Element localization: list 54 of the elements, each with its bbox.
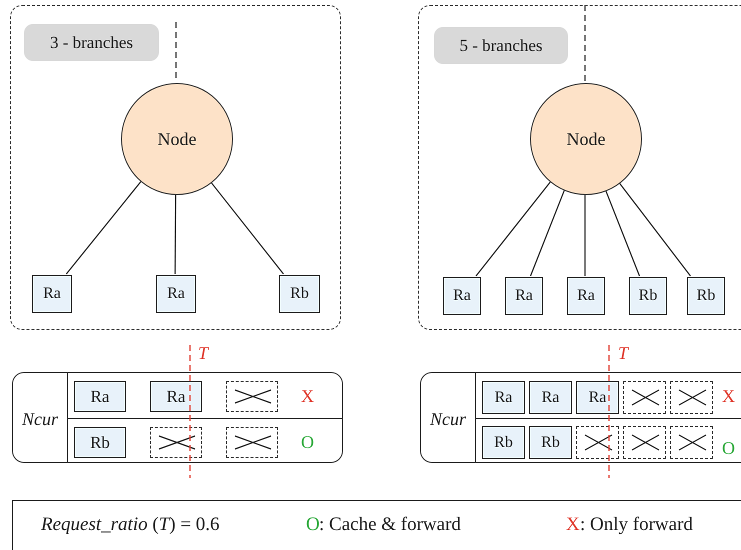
empty-slot — [226, 381, 278, 412]
branch-line — [476, 182, 551, 276]
request-box: Ra — [529, 381, 572, 414]
branch-line — [210, 182, 284, 274]
empty-slot — [150, 427, 202, 458]
request-box: Rb — [687, 277, 725, 315]
request-box: Ra — [32, 275, 72, 313]
threshold-label: T — [618, 342, 628, 364]
request-box: Ra — [482, 381, 525, 414]
request-box: Rb — [629, 277, 667, 315]
branch-line — [605, 190, 640, 276]
row-label: Ncur — [428, 408, 467, 430]
row-status-mark: X — [301, 385, 314, 407]
request-box: Rb — [482, 426, 525, 459]
row-status-mark: X — [722, 385, 735, 407]
request-box: Ra — [505, 277, 543, 315]
empty-slot — [623, 426, 666, 459]
empty-slot — [670, 426, 713, 459]
table-panel — [12, 372, 343, 463]
row-status-mark: O — [301, 431, 314, 453]
node-circle: Node — [530, 83, 642, 195]
table-panel — [420, 372, 741, 463]
request-box: Rb — [529, 426, 572, 459]
group-panel — [418, 5, 741, 330]
empty-slot — [623, 381, 666, 414]
branch-tag: 5 - branches — [434, 27, 568, 64]
request-box: Ra — [567, 277, 605, 315]
legend-text: Request_ratio (T) = 0.6 — [41, 514, 220, 536]
request-box: Ra — [150, 381, 202, 412]
row-label: Ncur — [20, 408, 59, 430]
dashed-link-line — [584, 5, 586, 82]
threshold-label: T — [198, 342, 208, 364]
branch-line — [66, 181, 142, 274]
empty-slot — [670, 381, 713, 414]
node-circle: Node — [121, 83, 233, 195]
request-box: Rb — [279, 275, 320, 313]
branch-line — [618, 182, 691, 276]
branch-tag: 3 - branches — [24, 24, 159, 61]
legend-symbol: X — [566, 514, 580, 536]
group-panel — [10, 5, 341, 330]
branch-line — [584, 194, 586, 276]
empty-slot — [576, 426, 619, 459]
branch-line — [174, 194, 176, 274]
empty-slot — [226, 427, 278, 458]
request-box: Rb — [74, 427, 126, 458]
legend-symbol: O — [306, 514, 320, 536]
branch-line — [530, 190, 565, 276]
legend-text: : Only forward — [580, 514, 693, 536]
row-status-mark: O — [722, 437, 735, 459]
legend-text: : Cache & forward — [319, 514, 461, 536]
request-box: Ra — [74, 381, 126, 412]
request-box: Ra — [443, 277, 481, 315]
request-box: Ra — [156, 275, 196, 313]
request-box: Ra — [576, 381, 619, 414]
